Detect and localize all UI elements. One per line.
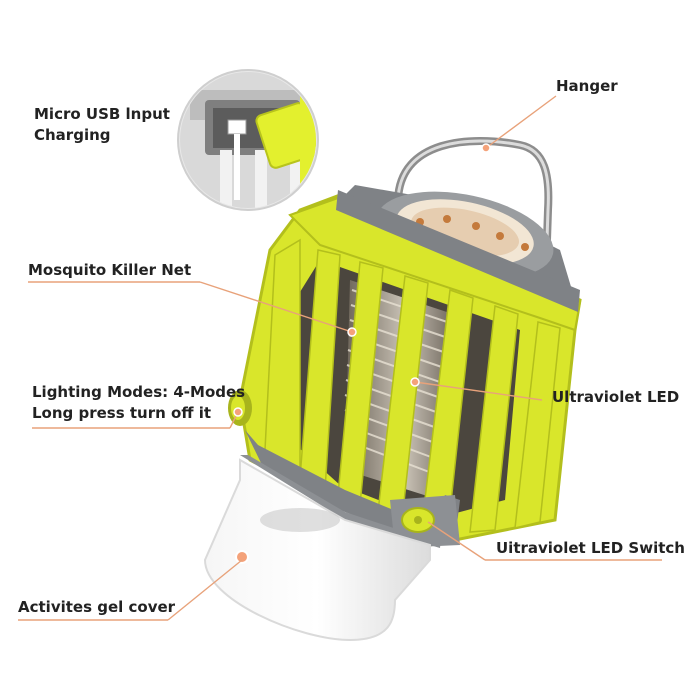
label-hanger: Hanger bbox=[556, 77, 618, 95]
leader-hanger bbox=[485, 95, 557, 149]
leader-uv-led bbox=[414, 381, 543, 401]
label-micro-usb-line2: Charging bbox=[34, 126, 111, 144]
label-micro-usb-line1: Micro USB lnput bbox=[34, 105, 170, 123]
label-lighting-modes-line2: Long press turn off it bbox=[32, 404, 212, 422]
usb-inset bbox=[177, 69, 319, 211]
leader-lines bbox=[18, 95, 662, 621]
leader-uv-switch bbox=[427, 521, 486, 561]
label-uv-led: Ultraviolet LED bbox=[552, 388, 680, 406]
label-lighting-modes: Lighting Modes: 4-Modes Long press turn … bbox=[32, 382, 245, 424]
label-mosquito-net: Mosquito Killer Net bbox=[28, 261, 192, 279]
mosquito-cage bbox=[238, 190, 582, 547]
label-uv-switch: Uitraviolet LED Switch bbox=[496, 539, 685, 557]
label-gel-cover: Activites gel cover bbox=[18, 598, 176, 616]
label-micro-usb: Micro USB lnput Charging bbox=[34, 104, 170, 146]
gel-cover bbox=[203, 458, 431, 642]
uv-switch-panel bbox=[390, 495, 460, 548]
label-lighting-modes-line1: Lighting Modes: 4-Modes bbox=[32, 383, 246, 401]
